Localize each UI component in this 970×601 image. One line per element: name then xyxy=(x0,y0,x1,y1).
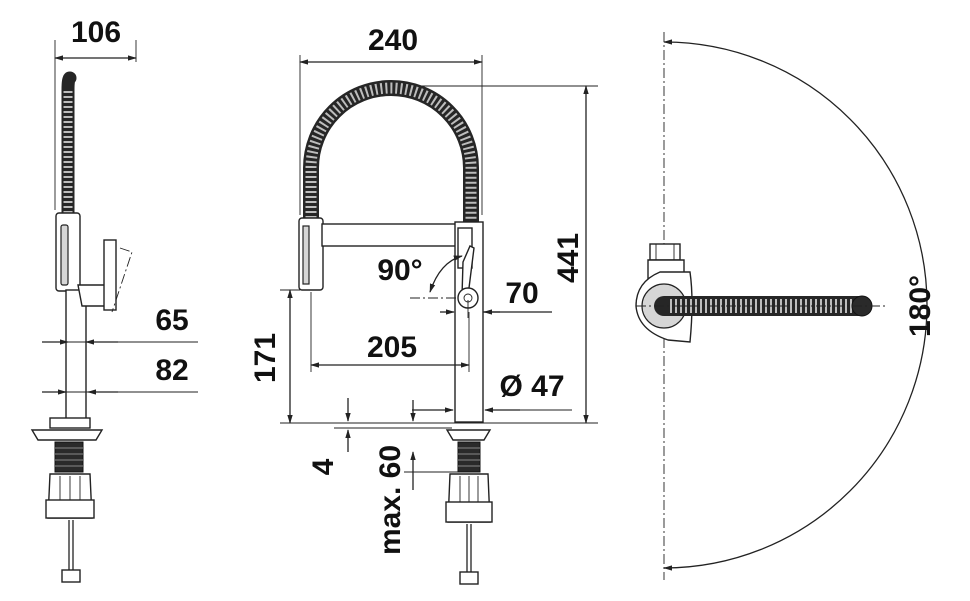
side-view: 106 65 82 xyxy=(30,16,198,583)
front-supply-nut xyxy=(459,571,479,585)
front-base-plate xyxy=(445,429,492,441)
dim-spout-reach: 205 xyxy=(367,331,417,364)
side-lever xyxy=(77,284,107,307)
front-threaded-shank xyxy=(457,441,481,473)
top-view: 180° xyxy=(635,32,937,580)
side-threaded-shank xyxy=(54,441,84,473)
dim-base-diameter: Ø 47 xyxy=(499,370,564,403)
side-body xyxy=(65,289,87,421)
dim-lever-angle: 90° xyxy=(377,254,422,287)
side-supply-nut xyxy=(61,569,81,583)
swivel-arc xyxy=(663,39,928,571)
side-base-plate xyxy=(30,429,104,441)
dim-side-width: 106 xyxy=(71,16,121,49)
dim-spray-offset: 70 xyxy=(505,277,538,310)
side-hose xyxy=(61,71,77,222)
dim-max-deck: max. 60 xyxy=(374,445,407,555)
dim-body-height: 171 xyxy=(249,333,282,383)
dim-swivel-angle: 180° xyxy=(904,275,937,337)
front-view: 240 441 90° 70 205 xyxy=(249,24,598,585)
dim-side-offset-bottom: 82 xyxy=(155,354,188,387)
dim-front-height: 441 xyxy=(552,233,585,283)
front-arm xyxy=(321,223,463,247)
dim-deck-thickness: 4 xyxy=(307,458,340,475)
dim-front-width: 240 xyxy=(368,24,418,57)
top-valve-cap xyxy=(649,243,681,261)
dim-side-offset-top: 65 xyxy=(155,304,188,337)
